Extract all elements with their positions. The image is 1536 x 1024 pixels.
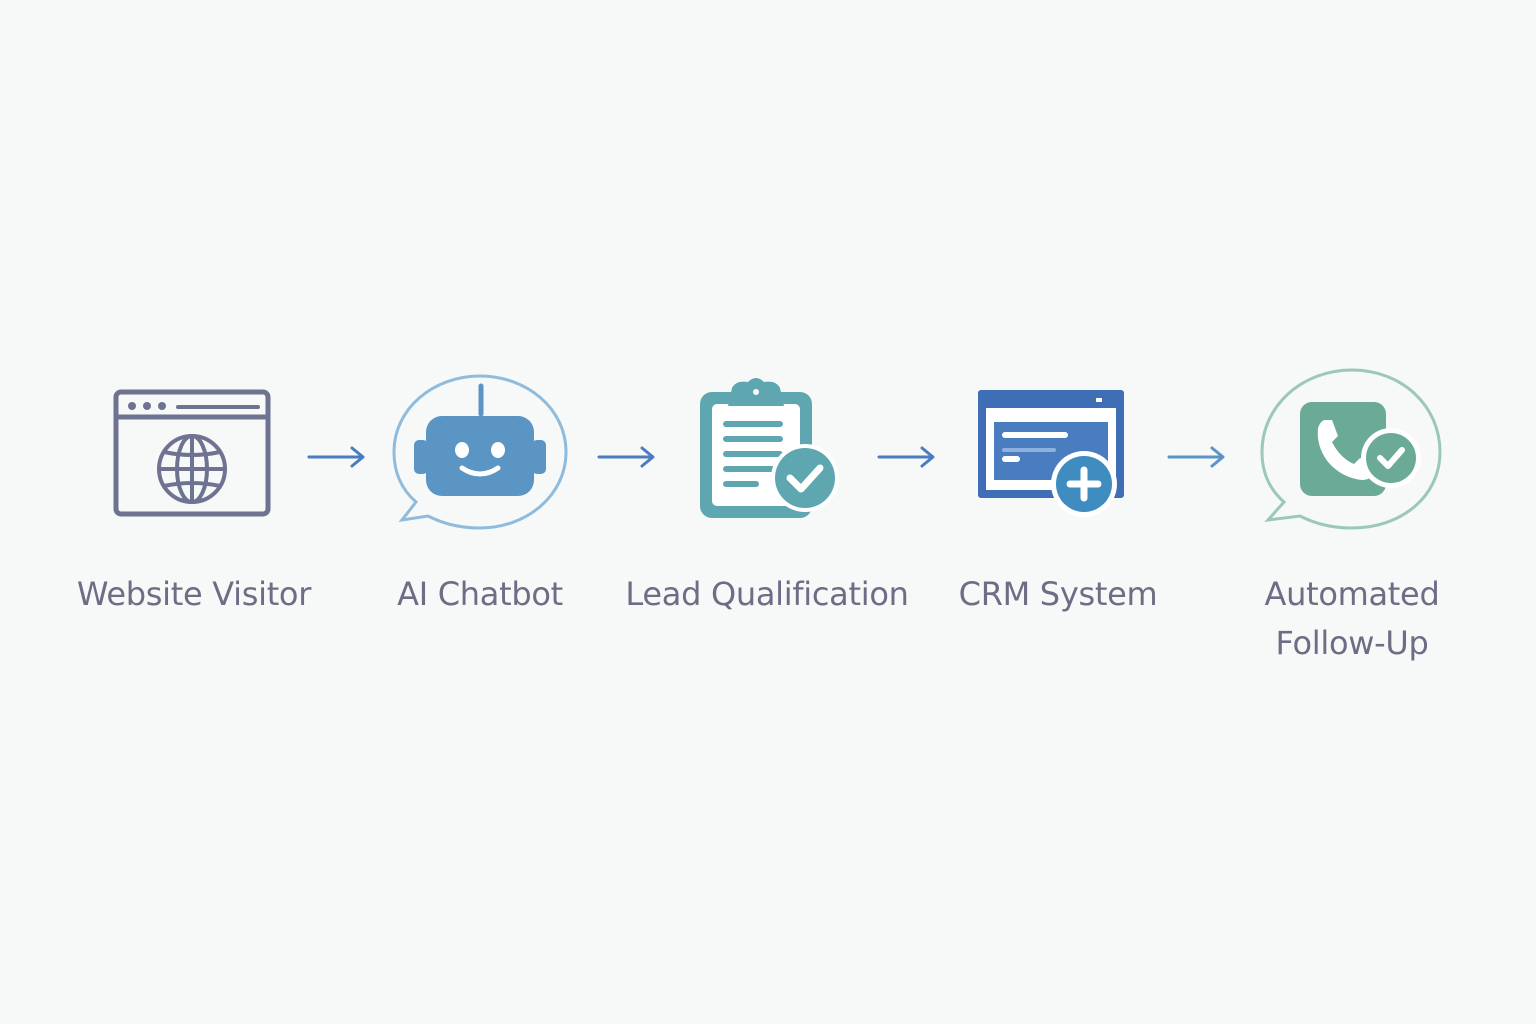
step-label-ai-chatbot: AI Chatbot	[397, 575, 563, 613]
browser-globe-icon	[113, 389, 271, 517]
arrow-right-icon	[597, 446, 655, 468]
step-label-lead-qualification: Lead Qualification	[625, 575, 909, 613]
arrow-right-icon	[1167, 446, 1225, 468]
clipboard-check-icon	[700, 378, 839, 518]
arrow-right-icon	[307, 446, 365, 468]
crm-window-plus-icon	[978, 390, 1124, 517]
phone-check-icon	[1260, 368, 1442, 530]
step-label-crm-system: CRM System	[958, 575, 1158, 613]
arrow-right-icon	[877, 446, 935, 468]
step-label-automated-follow-up: Automated Follow-Up	[1264, 575, 1440, 662]
step-label-website-visitor: Website Visitor	[76, 575, 312, 613]
chatbot-robot-icon	[392, 374, 568, 530]
